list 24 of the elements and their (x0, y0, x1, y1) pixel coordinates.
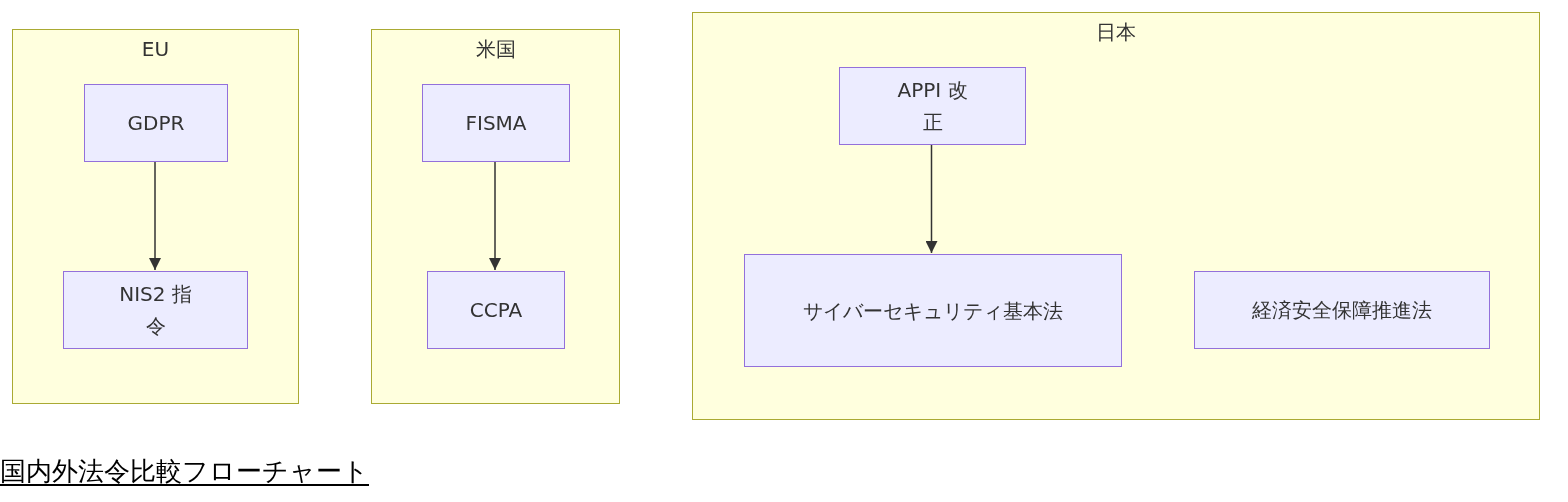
box-label: NIS2 指令 (118, 281, 193, 340)
box-label: CCPA (469, 297, 523, 324)
process-box (84, 84, 228, 162)
process-box (63, 271, 248, 349)
group-panel (12, 29, 299, 404)
process-box (422, 84, 570, 162)
arrow (489, 160, 501, 271)
arrow (149, 160, 161, 271)
group-panel (692, 12, 1540, 420)
box-label: APPI 改正 (896, 77, 969, 136)
process-box (744, 254, 1122, 367)
process-box (1194, 271, 1490, 349)
box-label: サイバーセキュリティ基本法 (803, 297, 1063, 325)
group-label: 米国 (475, 36, 516, 63)
box-label: GDPR (127, 110, 185, 137)
group-label: EU (141, 36, 170, 63)
group-panel (371, 29, 620, 404)
process-box (427, 271, 565, 349)
arrow (925, 143, 938, 254)
group-label: 日本 (1096, 19, 1136, 46)
box-label: FISMA (465, 110, 527, 137)
diagram-title: 国内外法令比較フローチャート (0, 455, 369, 488)
process-box (839, 67, 1026, 145)
box-label: 経済安全保障推進法 (1252, 297, 1432, 324)
